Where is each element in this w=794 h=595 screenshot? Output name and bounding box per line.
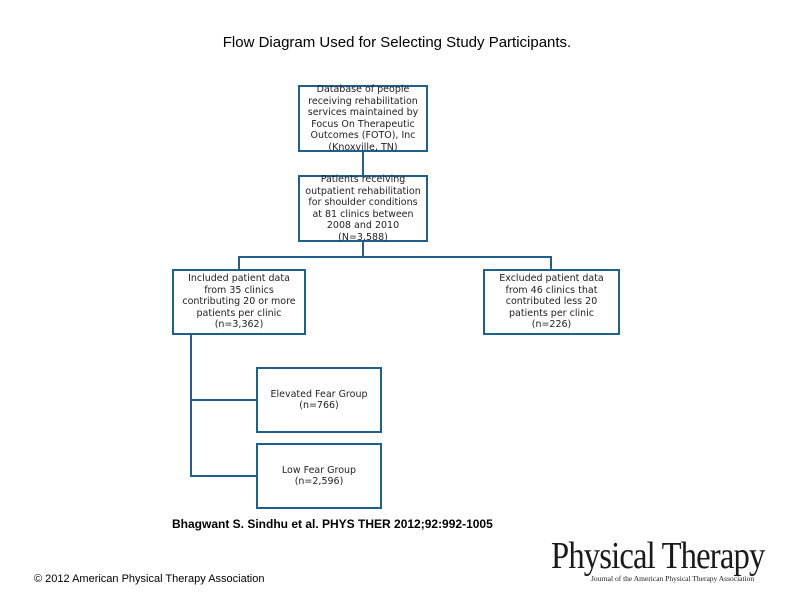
logo-sub-text: Journal of the American Physical Therapy… xyxy=(591,574,755,583)
citation: Bhagwant S. Sindhu et al. PHYS THER 2012… xyxy=(172,517,493,531)
elevated-fear-box: Elevated Fear Group (n=766) xyxy=(256,367,382,433)
logo-main-text: Physical Therapy xyxy=(551,535,765,577)
connector-to-elevated xyxy=(190,399,258,401)
connector-to-low xyxy=(190,475,258,477)
patients-text: Patients receiving outpatient rehabilita… xyxy=(305,174,421,243)
page-title: Flow Diagram Used for Selecting Study Pa… xyxy=(222,34,572,51)
elevated-fear-n: (n=766) xyxy=(299,400,339,411)
connector-horizontal-split xyxy=(238,256,552,258)
database-text: Database of people receiving rehabilitat… xyxy=(307,84,419,153)
copyright: © 2012 American Physical Therapy Associa… xyxy=(34,573,265,585)
included-box: Included patient data from 35 clinics co… xyxy=(172,269,306,335)
connector-database-patients xyxy=(362,151,364,176)
connector-to-included xyxy=(238,256,240,270)
connector-to-excluded xyxy=(550,256,552,270)
elevated-fear-label: Elevated Fear Group xyxy=(270,388,368,400)
database-box: Database of people receiving rehabilitat… xyxy=(298,84,428,153)
low-fear-n: (n=2,596) xyxy=(294,476,344,487)
low-fear-label: Low Fear Group xyxy=(281,464,357,476)
included-text: Included patient data from 35 clinics co… xyxy=(182,273,296,331)
patients-box: Patients receiving outpatient rehabilita… xyxy=(298,174,428,243)
low-fear-box: Low Fear Group (n=2,596) xyxy=(256,443,382,509)
connector-included-down xyxy=(190,334,192,477)
connector-patients-split xyxy=(362,241,364,257)
excluded-box: Excluded patient data from 46 clinics th… xyxy=(483,269,620,335)
excluded-text: Excluded patient data from 46 clinics th… xyxy=(499,273,604,331)
journal-logo: Physical Therapy Journal of the American… xyxy=(551,536,783,586)
